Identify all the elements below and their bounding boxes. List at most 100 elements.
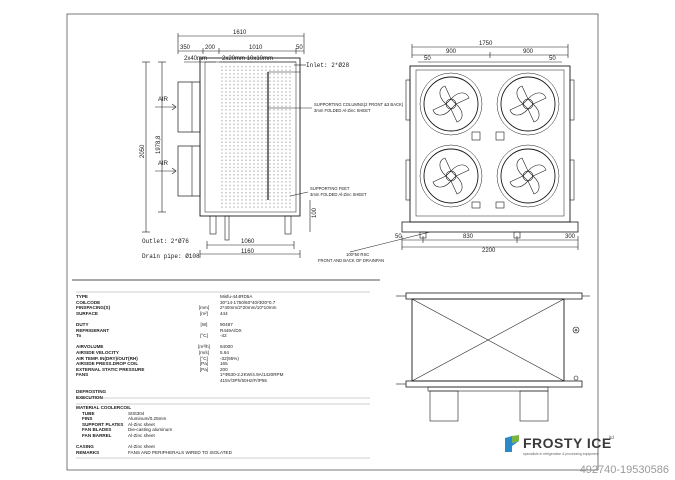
logo-mark-icon xyxy=(505,435,519,452)
spec-row: TYPE Misfu-444RD5A xyxy=(76,294,376,300)
air-label-bottom: AIR xyxy=(158,161,169,167)
spec-key: DEFROSTING xyxy=(76,389,107,395)
feet-note-1: SUPPORTING FEET xyxy=(310,186,350,191)
dim-1978: 1978,8 xyxy=(156,135,162,154)
fan-array xyxy=(419,72,560,208)
material-key: REMARKS xyxy=(76,449,100,455)
spec-unit: [°C] xyxy=(200,333,208,339)
material-row: REMARKS FANS AND PERIPHERALS WIRED TO ISO… xyxy=(76,450,376,456)
material-row: TUBE StSt304 xyxy=(76,411,376,417)
material-value: StSt304 xyxy=(128,410,145,416)
logo-ltd: ltd xyxy=(609,435,614,440)
spec-row: To [°C] -42 xyxy=(76,333,376,339)
spec-value: Misfu-444RD5A xyxy=(220,294,253,299)
spec-row: AIRSIDE VELOCITY[m/s]5.64 xyxy=(76,350,376,356)
dim-1160: 1160 xyxy=(241,249,255,255)
spec-unit: [°C] xyxy=(200,355,208,361)
spec-value: 64000 xyxy=(220,344,233,350)
inlet-label: Inlet: 2*Ø28 xyxy=(306,62,350,69)
material-key: CASING xyxy=(76,444,94,450)
spec-row: AIR TEMP. IN(DRY)/OUT(RH) [°C] -32(95%) xyxy=(76,356,376,362)
spec-value: R449A/DX xyxy=(220,327,242,333)
dim-1610: 1610 xyxy=(233,30,247,36)
dim-fins-mid: 2x20mm 10x10mm xyxy=(222,56,273,62)
spec-key: EXECUTION xyxy=(76,394,103,400)
spec-key: FANS xyxy=(76,372,89,378)
spec-row: FINSPACING(S)[mm]2*40mm/2*20mm/10*10mm xyxy=(76,305,376,311)
fan-top-left xyxy=(419,72,483,136)
fan-bottom-right xyxy=(496,144,560,208)
side-view-text: 1610 350 200 1010 50 2x40mm 2x20mm 10x10… xyxy=(140,30,350,260)
dim-1750: 1750 xyxy=(479,41,493,47)
dim-50-right: 50 xyxy=(549,56,556,62)
spec-unit: [m/s] xyxy=(199,349,209,355)
material-key: SUPPORT PLATES xyxy=(82,421,124,427)
spec-row: AIRVOLUME[m³/h]64000 xyxy=(76,344,376,350)
material-value: FANS AND PERIPHERALS WIRED TO ISOLATED xyxy=(128,449,232,455)
material-row: FAN BLADES Die-casting aluminum xyxy=(76,427,376,433)
spec-value: 90487 xyxy=(220,321,233,327)
material-value: Aluminum/0.25mm xyxy=(128,416,167,422)
spec-unit: [m²] xyxy=(200,310,208,316)
spec-key: EXTERNAL STATIC PRESSURE xyxy=(76,366,145,372)
spec-key: SURFACE xyxy=(76,310,98,316)
dim-350: 350 xyxy=(180,45,191,51)
dim-100: 100 xyxy=(312,207,318,218)
material-key: FINS xyxy=(82,416,93,422)
spec-key: COILCODE xyxy=(76,299,101,305)
material-row: FAN BARREL Al-Zinc sheet xyxy=(76,433,376,439)
dim-300: 300 xyxy=(565,234,576,240)
spec-value: -32(95%) xyxy=(220,355,239,361)
air-label-top: AIR xyxy=(158,97,169,103)
material-key: FAN BARREL xyxy=(82,432,112,438)
side-view-notes: SUPPORTING COLUMNS(2 FRONT &3 BACK) 3mm … xyxy=(310,102,404,197)
spec-unit: [W] xyxy=(200,321,208,327)
spec-table: TYPE Misfu-444RD5A COILCODE 30*14-1750/60*4… xyxy=(76,294,376,400)
spec-row: SURFACE[m²]444 xyxy=(76,311,376,317)
spec-value: 2*40mm/2*20mm/10*10mm xyxy=(220,305,277,311)
spec-unit xyxy=(188,395,220,401)
material-value: Al-Zinc sheet xyxy=(128,432,155,438)
top-view xyxy=(396,292,590,422)
spec-unit: [Pa] xyxy=(199,361,209,367)
spec-key: To xyxy=(76,333,82,339)
dim-50-bottom: 50 xyxy=(395,234,402,240)
material-key: TUBE xyxy=(82,410,95,416)
spec-row: DUTY [W] 90487 xyxy=(76,322,376,328)
front-view xyxy=(349,44,579,253)
drainpan-note-2: FRONT AND BACK OF DRAINPAN xyxy=(318,258,384,263)
spec-key: DUTY xyxy=(76,321,89,327)
spec-row: AIRSIDE PRESS.DROP COIL [Pa] 165 xyxy=(76,361,376,367)
drainpan-note-1: 100*50 RSC xyxy=(346,252,369,257)
spec-key: AIR TEMP. IN(DRY)/OUT(RH) xyxy=(76,355,138,361)
spec-key: TYPE xyxy=(76,294,88,299)
columns-note-1: SUPPORTING COLUMNS(2 FRONT &3 BACK) xyxy=(314,102,404,107)
dim-2050: 2050 xyxy=(140,144,146,158)
columns-note-2: 3mm FOLDED Al-Zinc SHEET xyxy=(314,108,371,113)
company-logo: FROSTY ICE ltd specialists in refrigerat… xyxy=(503,434,623,460)
spec-unit: [mm] xyxy=(198,305,210,311)
spec-key: AIRSIDE PRESS.DROP COIL xyxy=(76,361,139,367)
feet-note-2: 3mm FOLDED Al-Zinc SHEET xyxy=(310,192,367,197)
spec-row: EXECUTION xyxy=(76,395,376,401)
dim-1060: 1060 xyxy=(241,239,255,245)
materials-title: MATERIAL COOLERCOIL xyxy=(76,405,132,410)
spec-value: 165 xyxy=(220,361,228,367)
dim-200: 200 xyxy=(205,45,216,51)
drainpan-notes: 100*50 RSC FRONT AND BACK OF DRAINPAN xyxy=(318,252,384,263)
material-key: FAN BLADES xyxy=(82,427,112,433)
spec-value: 30*14-1750/60*40/Φ20*0.7 xyxy=(220,299,276,305)
drain-label: Drain pipe: Ø108 xyxy=(142,253,200,260)
spec-value: 200 xyxy=(220,366,228,372)
material-value: Die-casting aluminum xyxy=(128,427,173,433)
dim-fins-left: 2x40mm xyxy=(184,56,207,62)
spec-key: AIRVOLUME xyxy=(76,344,104,350)
spec-value: -42 xyxy=(220,333,227,339)
dim-50-left: 50 xyxy=(424,56,431,62)
spec-value: 5.64 xyxy=(220,349,229,355)
